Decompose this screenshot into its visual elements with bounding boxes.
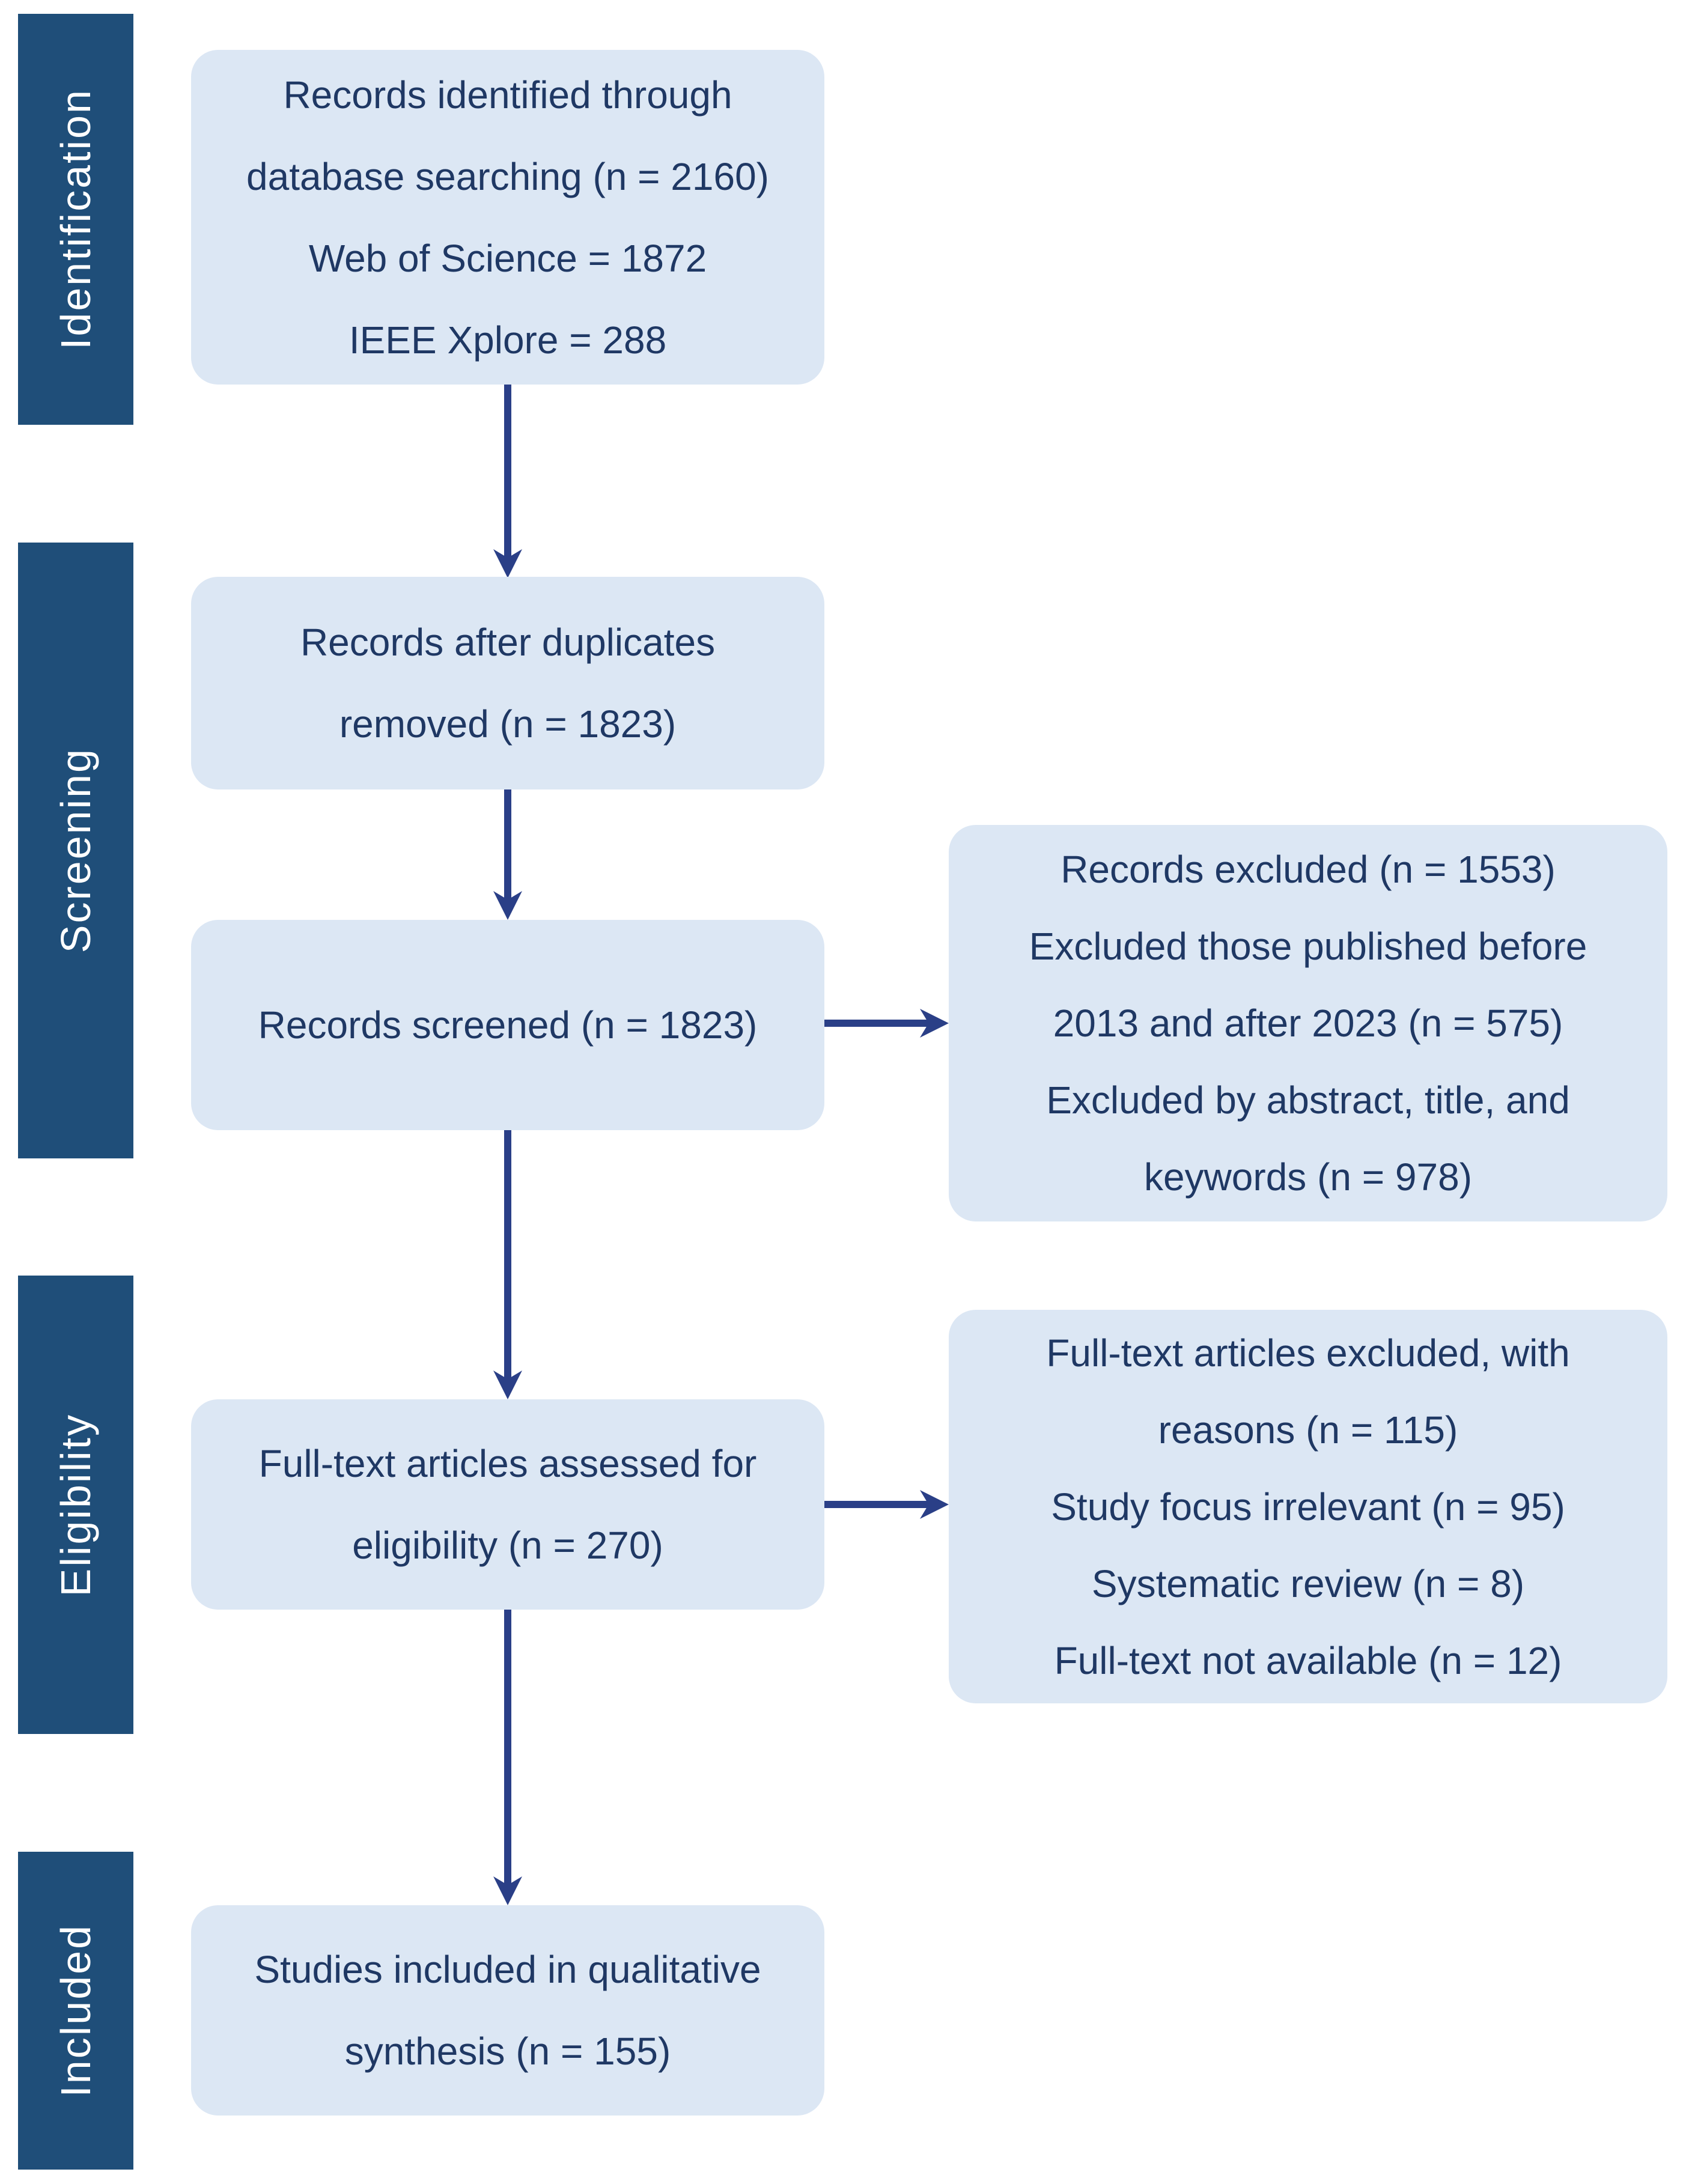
flow-box-fulltext-excluded: Full-text articles excluded, with reason… xyxy=(949,1310,1667,1703)
stage-bar-identification: Identification xyxy=(18,14,133,425)
fulltext-excluded-text: Full-text articles excluded, with reason… xyxy=(1046,1331,1570,1682)
flow-box-duplicates-removed: Records after duplicates removed (n = 18… xyxy=(191,577,824,789)
fulltext-assessed-text: Full-text articles assessed for eligibil… xyxy=(258,1442,757,1567)
stage-bar-screening: Screening xyxy=(18,543,133,1158)
stage-label-included: Included xyxy=(52,1924,99,2097)
flow-box-studies-included: Studies included in qualitative synthesi… xyxy=(191,1905,824,2116)
stage-label-screening: Screening xyxy=(52,747,99,954)
stage-bar-included: Included xyxy=(18,1852,133,2170)
studies-included-text: Studies included in qualitative synthesi… xyxy=(254,1948,761,2073)
stage-label-eligibility: Eligibility xyxy=(52,1413,99,1597)
records-identified-text: Records identified through database sear… xyxy=(246,73,769,362)
flow-box-records-screened: Records screened (n = 1823) xyxy=(191,920,824,1130)
flow-box-fulltext-assessed: Full-text articles assessed for eligibil… xyxy=(191,1399,824,1610)
flow-box-records-identified: Records identified through database sear… xyxy=(191,50,824,385)
flow-box-records-excluded: Records excluded (n = 1553) Excluded tho… xyxy=(949,825,1667,1221)
stage-bar-eligibility: Eligibility xyxy=(18,1276,133,1734)
duplicates-removed-text: Records after duplicates removed (n = 18… xyxy=(300,621,716,746)
stage-label-identification: Identification xyxy=(52,88,99,350)
records-excluded-text: Records excluded (n = 1553) Excluded tho… xyxy=(1029,848,1587,1199)
records-screened-text: Records screened (n = 1823) xyxy=(258,1003,758,1047)
